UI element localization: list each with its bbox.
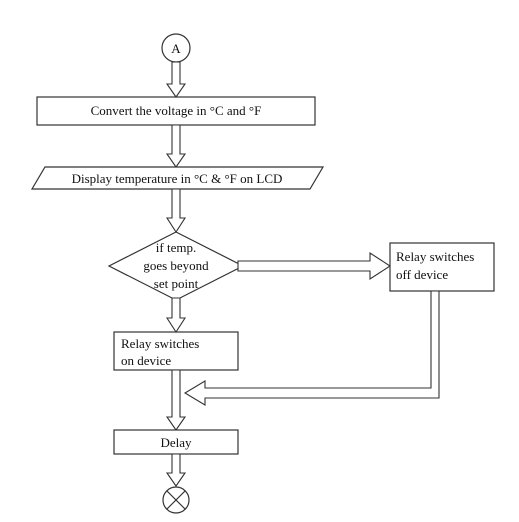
relay-off-box [389, 242, 495, 292]
arrow-decision-to-relay-on [165, 297, 187, 334]
relay-on-label-line2: on device [121, 353, 171, 368]
relay-off-label-line1: Relay switches [396, 249, 474, 264]
display-box [30, 166, 325, 190]
arrow-start-to-convert [165, 61, 187, 98]
decision-label-line1: if temp. [156, 240, 196, 255]
start-connector-label: A [171, 41, 181, 56]
delay-label: Delay [160, 435, 192, 450]
arrow-relay-off-return [183, 290, 440, 406]
arrow-display-to-decision [165, 188, 187, 234]
convert-label: Convert the voltage in °C and °F [91, 103, 262, 118]
relay-on-label-line1: Relay switches [121, 336, 199, 351]
arrow-relay-on-to-delay [165, 369, 187, 431]
relay-off-label-line2: off device [396, 267, 448, 282]
decision-label-line3: set point [154, 276, 199, 291]
display-label: Display temperature in °C & °F on LCD [72, 171, 283, 186]
decision-label-line2: goes beyond [143, 258, 209, 273]
x-circle-icon [162, 486, 190, 514]
arrow-delay-to-end [165, 453, 187, 487]
arrow-convert-to-display [165, 124, 187, 168]
relay-on-box [113, 331, 239, 371]
delay-box [113, 429, 239, 455]
arrow-decision-to-relay-off [237, 251, 392, 281]
convert-box [36, 96, 316, 126]
